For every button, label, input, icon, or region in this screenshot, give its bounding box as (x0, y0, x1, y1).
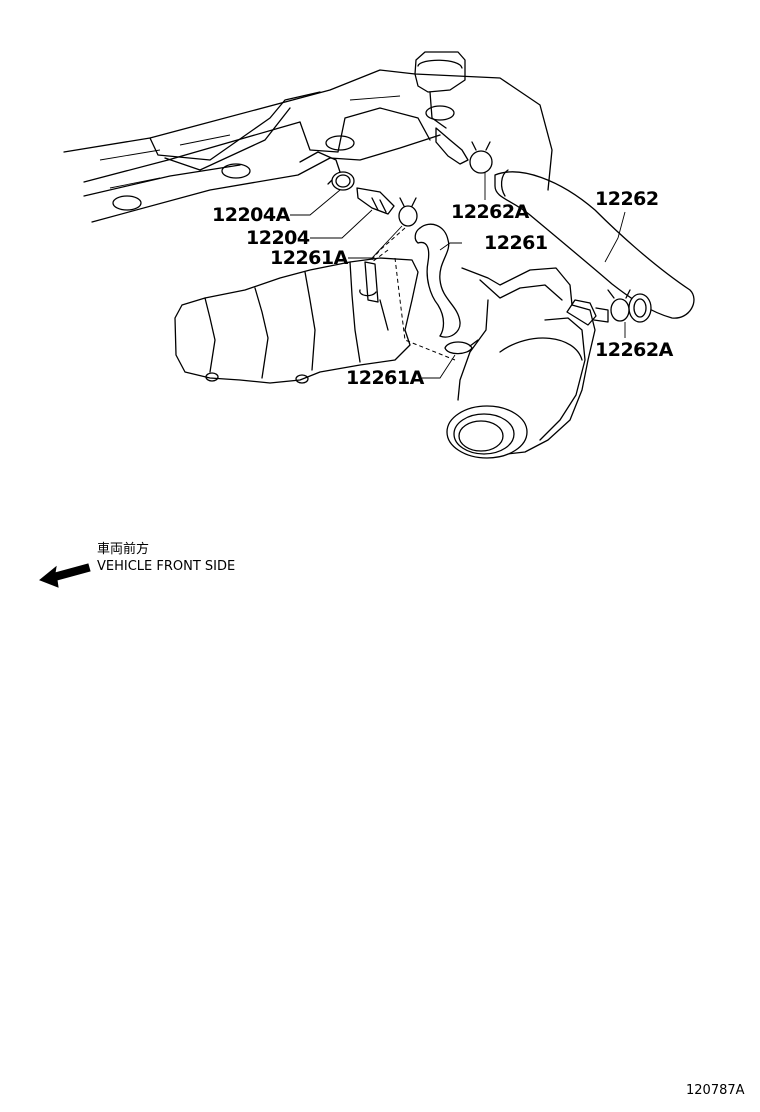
callout-12261a-top: 12261A (270, 247, 348, 269)
pcv-valve-drawing (299, 151, 418, 227)
diagram-code: 120787A (686, 1083, 745, 1098)
callout-12204a: 12204A (212, 204, 290, 226)
callout-12261a-bottom: 12261A (346, 367, 424, 389)
air-intake-drawing (446, 267, 597, 459)
callout-12204: 12204 (246, 227, 310, 249)
hose-12262-drawing (435, 127, 695, 323)
callout-12261: 12261 (484, 232, 548, 254)
leader-lines (290, 172, 626, 379)
hose-12261-drawing (414, 223, 479, 355)
left-arrow-icon (39, 563, 91, 588)
callout-12262a-right: 12262A (595, 339, 673, 361)
vehicle-front-label-en: VEHICLE FRONT SIDE (97, 559, 236, 574)
intake-manifold-drawing (174, 227, 456, 384)
engine-head-drawing (63, 51, 553, 223)
callout-12262a-top: 12262A (451, 201, 529, 223)
vehicle-front-label-jp: 車両前方 (97, 542, 150, 557)
callout-12262: 12262 (595, 188, 659, 210)
